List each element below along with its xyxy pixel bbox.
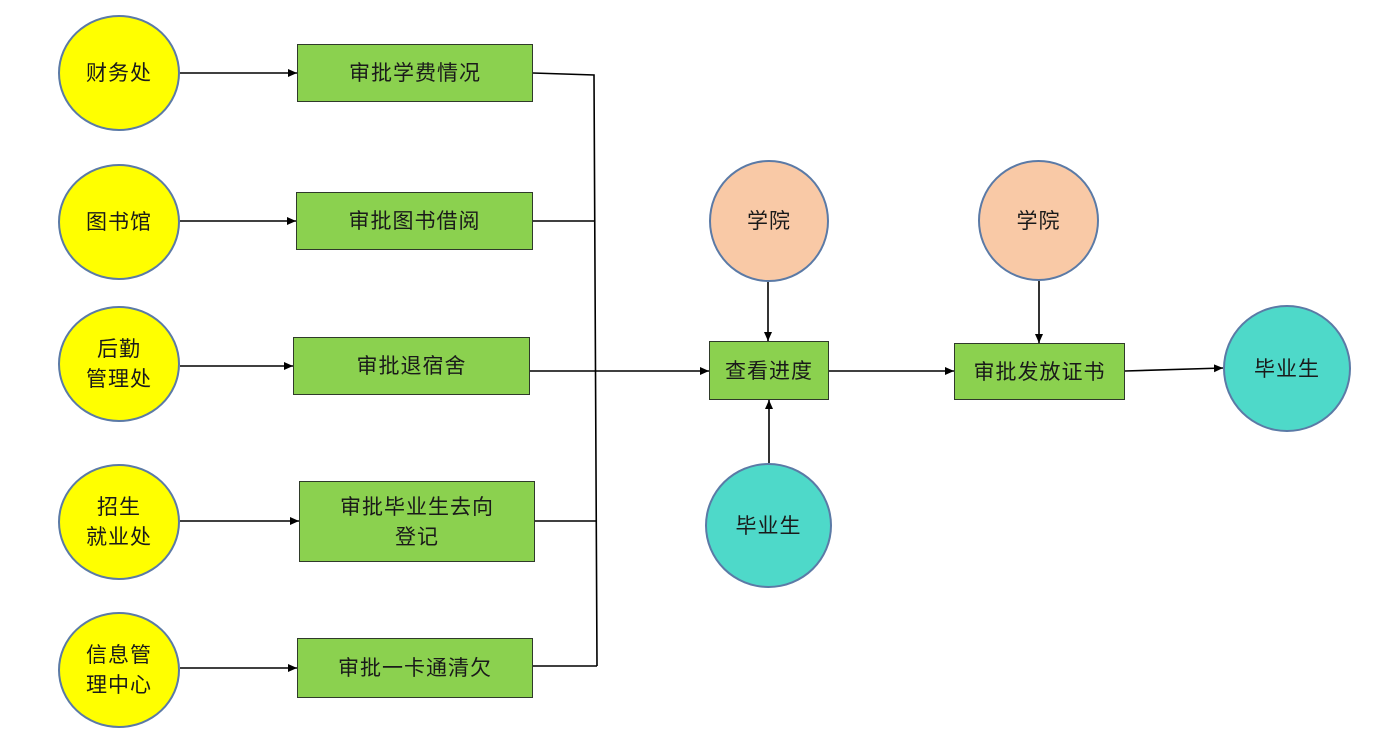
department-info-center-label-1: 信息管 <box>86 643 152 667</box>
department-logistics-label-1: 后勤 <box>97 337 141 361</box>
graduate-final-label: 毕业生 <box>1254 356 1320 381</box>
graduate-bottom-label: 毕业生 <box>735 513 802 538</box>
approval-graduate-destination-label-1: 审批毕业生去向 <box>340 494 494 519</box>
approval-graduate-destination: 审批毕业生去向 登记 <box>299 481 535 562</box>
department-library: 图书馆 <box>58 164 180 280</box>
approval-dorm-checkout: 审批退宿舍 <box>293 337 530 395</box>
approval-tuition-label: 审批学费情况 <box>349 61 481 85</box>
department-employment-label-1: 招生 <box>97 495 141 519</box>
issue-certificate-label: 审批发放证书 <box>973 359 1106 384</box>
approval-campus-card-label: 审批一卡通清欠 <box>338 656 492 680</box>
issue-certificate: 审批发放证书 <box>954 343 1125 400</box>
check-progress: 查看进度 <box>709 341 829 400</box>
department-logistics: 后勤 管理处 <box>58 306 180 422</box>
department-info-center: 信息管 理中心 <box>58 612 180 728</box>
department-info-center-label-2: 理中心 <box>86 673 152 697</box>
college-right: 学院 <box>978 160 1099 281</box>
approval-graduate-destination-label-2: 登记 <box>395 524 439 549</box>
approval-library-borrow-label: 审批图书借阅 <box>348 209 481 233</box>
check-progress-label: 查看进度 <box>725 358 813 383</box>
department-finance: 财务处 <box>58 15 180 131</box>
edge-tuition-to-bus <box>532 72 598 667</box>
department-finance-label: 财务处 <box>86 61 152 85</box>
approval-library-borrow: 审批图书借阅 <box>296 192 533 250</box>
department-employment-label-2: 就业处 <box>86 525 152 549</box>
approval-tuition: 审批学费情况 <box>297 44 533 102</box>
approval-campus-card: 审批一卡通清欠 <box>297 638 533 698</box>
graduate-bottom: 毕业生 <box>705 463 832 588</box>
department-logistics-label-2: 管理处 <box>86 367 152 391</box>
approval-dorm-checkout-label: 审批退宿舍 <box>356 354 467 378</box>
edge-issue-to-graduate <box>1124 364 1224 373</box>
college-right-label: 学院 <box>1016 208 1061 233</box>
college-top: 学院 <box>709 160 829 282</box>
department-employment: 招生 就业处 <box>58 464 180 580</box>
department-library-label: 图书馆 <box>86 210 152 234</box>
graduate-final: 毕业生 <box>1223 305 1351 432</box>
college-top-label: 学院 <box>747 209 791 233</box>
